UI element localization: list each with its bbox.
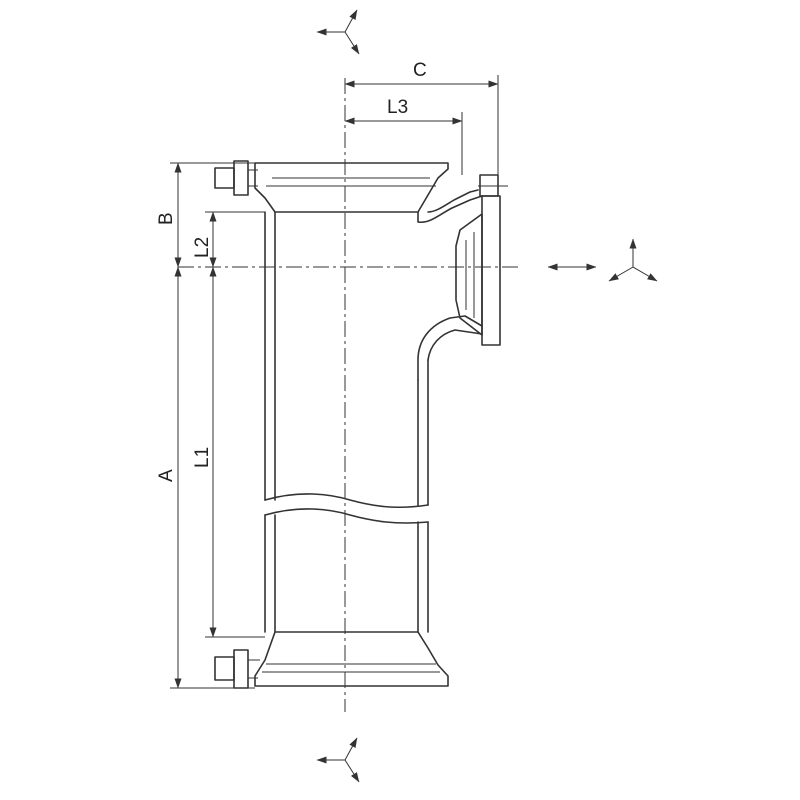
movement-axes-icon <box>316 9 360 55</box>
dimension-label-c: C <box>413 60 427 81</box>
main-pipe <box>214 160 449 689</box>
dimension-label-l1: L1 <box>192 447 213 468</box>
dimension-label-b: B <box>156 212 177 225</box>
dimension-label-l3: L3 <box>387 97 408 118</box>
side-branch <box>417 174 508 381</box>
movement-axes-icon <box>608 238 658 282</box>
dimensions <box>170 75 499 689</box>
dimension-label-a: A <box>156 469 177 482</box>
movement-axes-icon <box>316 737 360 783</box>
dimension-label-l2: L2 <box>192 237 213 258</box>
